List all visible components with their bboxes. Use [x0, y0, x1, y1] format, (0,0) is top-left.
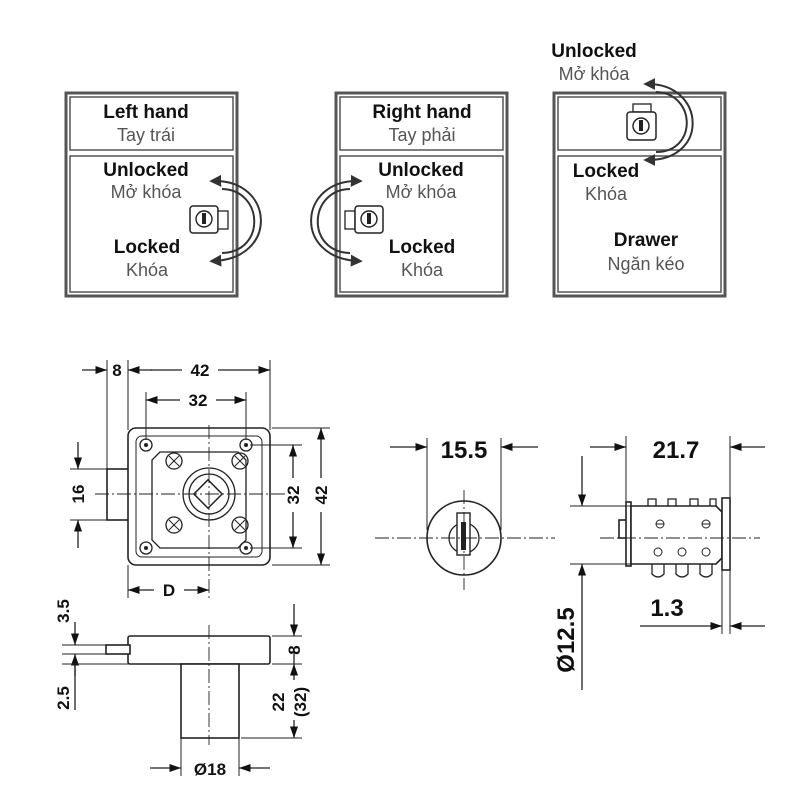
rotation-arrow-icon: [643, 78, 694, 166]
dim-15-5: 15.5: [441, 437, 488, 464]
left-unlocked-vi: Mở khóa: [111, 182, 183, 202]
left-locked-label: Locked: [114, 237, 181, 258]
dim-32-height: 32: [284, 486, 303, 505]
right-hand-title-vi: Tay phải: [388, 125, 455, 145]
dim-32-paren: (32): [291, 687, 310, 717]
left-unlocked-label: Unlocked: [103, 160, 189, 181]
drawer-panel: Unlocked Mở khóa Locked Khóa Drawer Ngăn…: [551, 41, 727, 298]
dim-3-5: 3.5: [54, 599, 73, 623]
dim-1-3: 1.3: [650, 595, 683, 622]
left-hand-title: Left hand: [103, 102, 189, 123]
dim-2-5: 2.5: [54, 686, 73, 710]
dim-8-height: 8: [285, 645, 304, 654]
left-hand-panel: Left hand Tay trái Unlocked Mở khóa Lock…: [64, 91, 262, 298]
drawer-title: Drawer: [614, 230, 679, 251]
front-view-dimensions: 8 42 32 16 32 42 D: [69, 360, 331, 600]
dim-42-width: 42: [191, 361, 210, 380]
dim-32-width: 32: [189, 391, 208, 410]
dim-21-7: 21.7: [653, 437, 700, 464]
side-view-dimensions: 3.5 2.5 8 22 (32) Ø18: [54, 599, 310, 779]
drawer-locked-label: Locked: [573, 161, 640, 182]
dim-dia-18: Ø18: [194, 760, 226, 779]
right-unlocked-label: Unlocked: [378, 160, 464, 181]
drawer-title-vi: Ngăn kéo: [607, 254, 684, 274]
dim-42-height: 42: [312, 486, 331, 505]
right-hand-panel: Right hand Tay phải Unlocked Mở khóa Loc…: [310, 91, 509, 298]
dim-D: D: [163, 581, 175, 600]
cylinder-side-view: 21.7 Ø12.5 1.3: [553, 436, 765, 690]
drawer-unlocked-label: Unlocked: [551, 41, 637, 62]
right-hand-title: Right hand: [372, 102, 471, 123]
rotation-arrow-icon: [209, 174, 262, 267]
left-locked-vi: Khóa: [126, 260, 169, 280]
lock-side-view: [105, 625, 271, 745]
right-unlocked-vi: Mở khóa: [386, 182, 458, 202]
dim-8-width: 8: [112, 361, 121, 380]
drawer-unlocked-vi: Mở khóa: [559, 64, 631, 84]
dim-16-height: 16: [69, 485, 88, 504]
lock-front-view: [95, 425, 285, 600]
cylinder-front-view: 15.5: [375, 437, 555, 590]
drawer-locked-vi: Khóa: [585, 184, 628, 204]
right-locked-vi: Khóa: [401, 260, 444, 280]
lock-icon: [626, 103, 657, 141]
left-hand-title-vi: Tay trái: [117, 125, 175, 145]
rotation-arrow-icon: [310, 174, 363, 267]
dim-22: 22: [269, 693, 288, 712]
dim-dia-12-5: Ø12.5: [553, 607, 580, 672]
right-locked-label: Locked: [389, 237, 456, 258]
